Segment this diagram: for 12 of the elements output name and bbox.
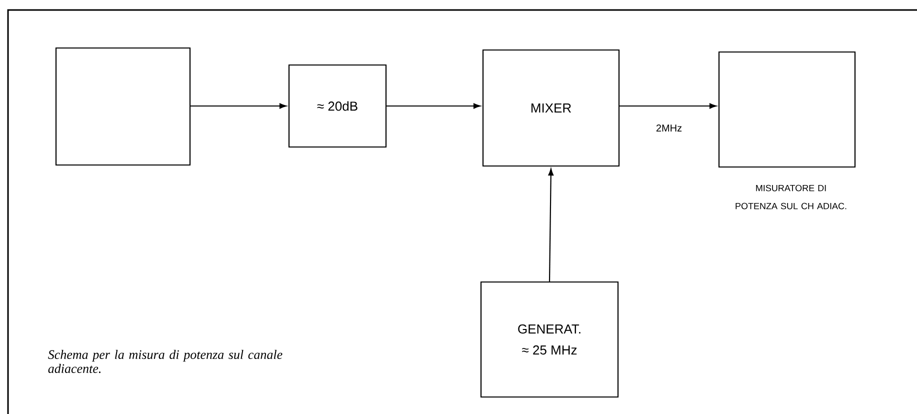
block-box (718, 51, 856, 168)
edge-label: 2MHz (656, 124, 682, 132)
arrow (386, 103, 480, 109)
caption-text: MISURATORE DI POTENZA SUL CH ADIAC. (736, 184, 846, 210)
arrow (190, 103, 286, 109)
arrow (548, 168, 554, 282)
block-box: MIXER (482, 49, 620, 167)
block-box: ≈ 20dB (288, 64, 387, 148)
block-box (55, 47, 191, 166)
caption: Schema per la misura di potenza sul canale adiacente. (48, 350, 282, 374)
block-box: GENERAT. ≈ 25 MHz (480, 281, 619, 398)
arrow (620, 103, 716, 109)
